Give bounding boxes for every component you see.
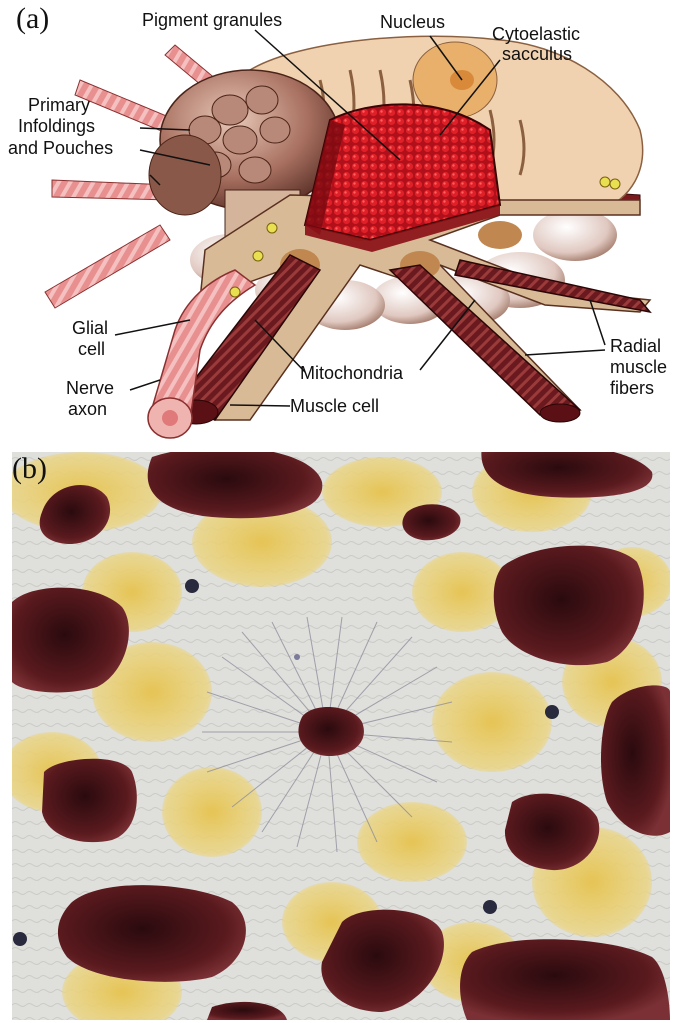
label-muscle-cell: Muscle cell xyxy=(290,396,379,417)
panel-a-letter: (a) xyxy=(16,2,49,36)
label-primary-line1: Primary xyxy=(28,95,90,116)
label-glial-line1: Glial xyxy=(72,318,108,339)
label-mitochondria: Mitochondria xyxy=(300,363,403,384)
label-cytoelastic-line2: sacculus xyxy=(502,44,572,65)
panel-a-diagram: (a) Pigment granules Nucleus Cytoelastic… xyxy=(0,0,683,440)
chromatophore-micrograph xyxy=(12,452,670,1020)
label-cytoelastic-line1: Cytoelastic xyxy=(492,24,580,45)
panel-b-letter: (b) xyxy=(12,452,47,486)
label-radial-line1: Radial xyxy=(610,336,661,357)
label-primary-line3: and Pouches xyxy=(8,138,113,159)
label-pigment-granules: Pigment granules xyxy=(142,10,282,31)
label-nerve-line1: Nerve xyxy=(66,378,114,399)
label-primary-line2: Infoldings xyxy=(18,116,95,137)
panel-b-micrograph: (b) xyxy=(12,452,670,1020)
label-nerve-line2: axon xyxy=(68,399,107,420)
pigment-granule-wedge xyxy=(305,104,500,252)
label-glial-line2: cell xyxy=(78,339,105,360)
label-nucleus: Nucleus xyxy=(380,12,445,33)
label-radial-line2: muscle xyxy=(610,357,667,378)
label-radial-line3: fibers xyxy=(610,378,654,399)
